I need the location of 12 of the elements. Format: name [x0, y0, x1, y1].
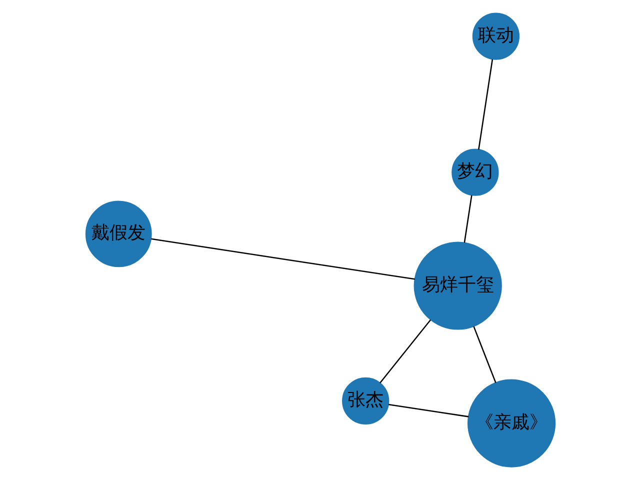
connector [379, 319, 431, 384]
node-circle: 联动 [472, 12, 520, 60]
connector [478, 59, 493, 150]
node-circle: 张杰 [342, 377, 389, 425]
connector [388, 404, 468, 418]
connector [472, 326, 496, 383]
node-circle: 戴假发 [84, 200, 152, 268]
connector [150, 238, 414, 280]
node-circle: 易烊千玺 [413, 242, 502, 330]
node-circle: 《亲戚》 [466, 379, 556, 468]
node-circle: 梦幻 [451, 148, 498, 196]
connector [463, 195, 472, 243]
